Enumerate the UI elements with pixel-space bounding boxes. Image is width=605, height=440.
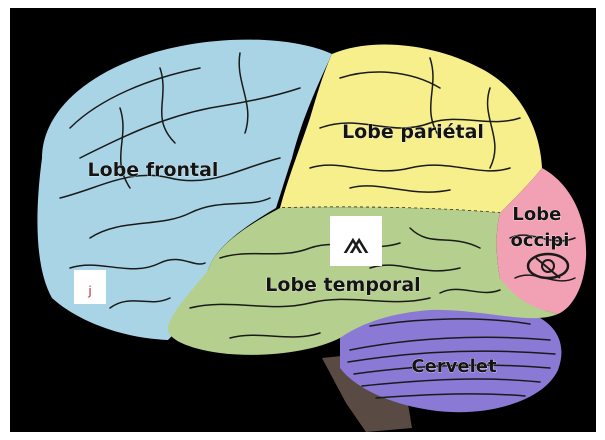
brain-diagram: ⱼ ⩕ Lobe frontal Lobe pariétal Lobe temp… [10,8,596,432]
label-parietal: Lobe pariétal [342,121,484,143]
label-temporal: Lobe temporal [265,274,420,296]
svg-text:⩕: ⩕ [343,222,370,262]
ear-icon: ⩕ [330,216,382,266]
nose-icon: ⱼ [74,270,106,304]
label-cerebellum: Cervelet [411,356,497,377]
svg-text:ⱼ: ⱼ [87,276,92,301]
label-frontal: Lobe frontal [88,159,219,181]
